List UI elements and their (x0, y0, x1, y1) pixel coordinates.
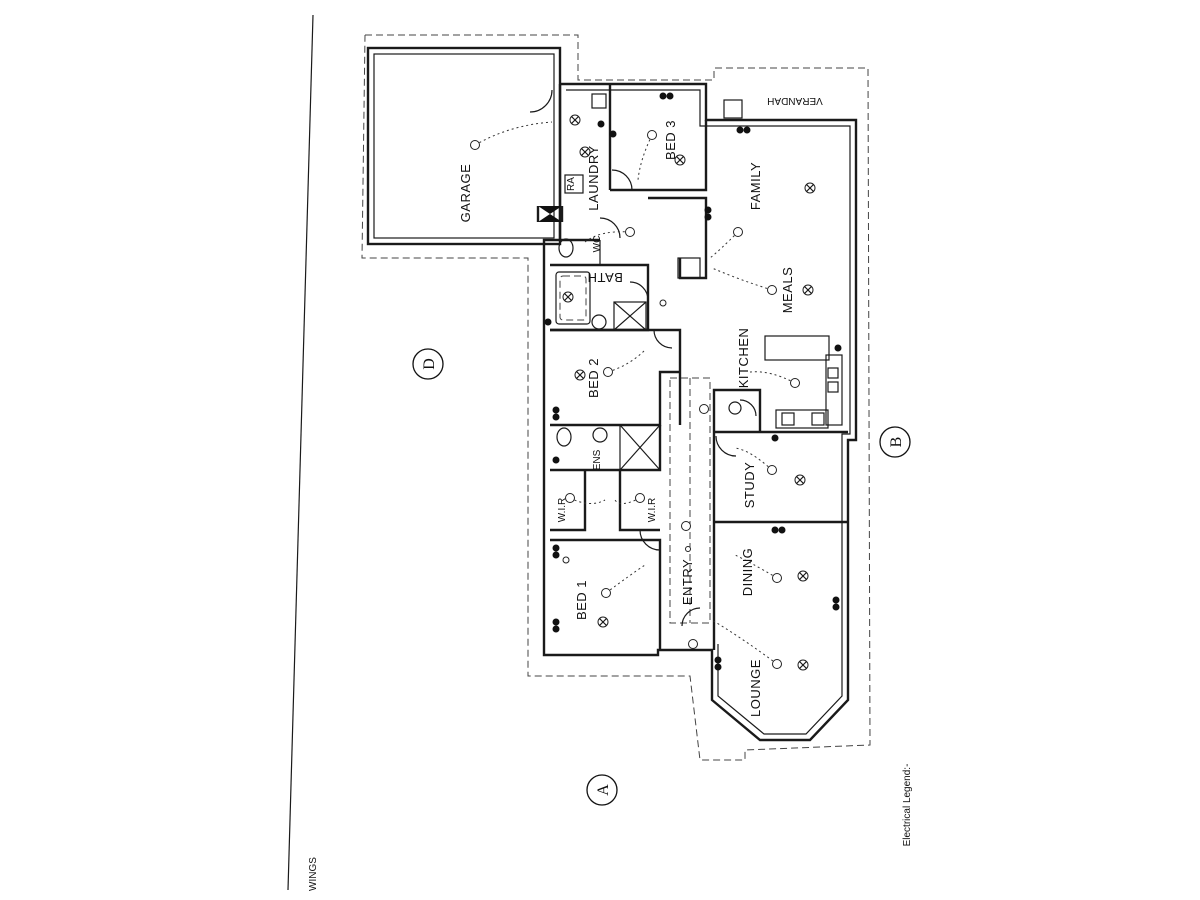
marker-d-text: D (421, 358, 438, 370)
sheet-border-line (287, 14, 314, 891)
label-bed1: BED 1 (574, 580, 589, 620)
label-kitchen: KITCHEN (736, 328, 751, 389)
switchboard-icon (536, 206, 564, 222)
label-laundry: LAUNDRY (586, 145, 601, 210)
label-wir-right: W.I.R (647, 498, 658, 522)
marker-d: D (412, 348, 444, 380)
marker-a-text: A (595, 784, 612, 796)
label-lounge: LOUNGE (748, 659, 763, 717)
power-points (544, 92, 842, 671)
label-wir-left: W.I.R (557, 498, 568, 522)
label-dining: DINING (740, 548, 755, 597)
label-garage: GARAGE (458, 164, 473, 223)
room-labels: GARAGE LAUNDRY RA BED 3 FAMILY WC BATH M… (458, 95, 823, 717)
marker-b-text: B (888, 437, 905, 448)
electrical-legend: Electrical Legend:- (902, 764, 913, 847)
label-bed3: BED 3 (663, 120, 678, 160)
label-bath: BATH (587, 270, 623, 285)
exhaust-fans (562, 114, 816, 671)
label-study: STUDY (742, 462, 757, 509)
label-wc: WC (592, 236, 603, 253)
eave-outline (361, 34, 871, 761)
marker-a: A (586, 774, 618, 806)
side-text: WINGS (308, 857, 319, 891)
door-swings (599, 169, 757, 627)
label-family: FAMILY (748, 162, 763, 210)
label-bed2: BED 2 (586, 358, 601, 398)
fixtures (555, 93, 839, 447)
marker-b: B (879, 426, 911, 458)
label-entry: ENTRY (680, 559, 695, 605)
label-ra: RA (566, 177, 577, 191)
label-ens: ENS (592, 449, 603, 470)
label-meals: MEALS (780, 267, 795, 314)
label-verandah: VERANDAH (767, 95, 823, 106)
light-points (470, 121, 800, 669)
